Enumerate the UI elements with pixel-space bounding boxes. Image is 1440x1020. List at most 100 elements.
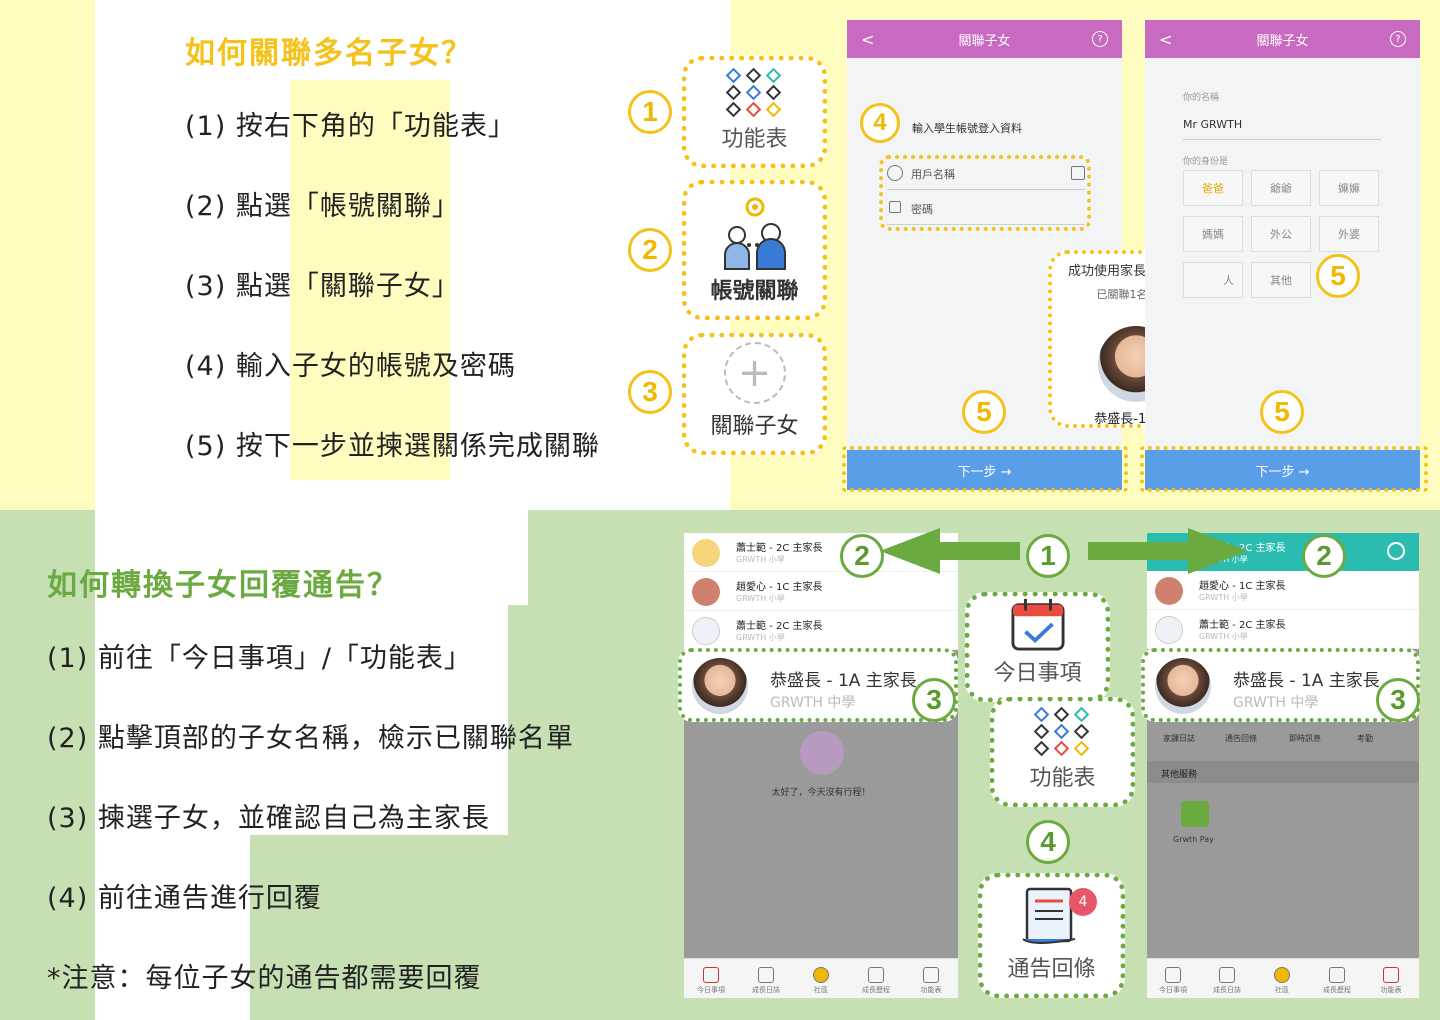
tab-community[interactable]: 社區 <box>801 967 841 995</box>
green-badge-2a: 2 <box>840 534 884 578</box>
top-step-2: (2) 點選「帳號關聯」 <box>185 191 460 222</box>
top-step-4: (4) 輸入子女的帳號及密碼 <box>185 351 516 382</box>
selected-child-school-r: GRWTH 中學 <box>1233 695 1319 711</box>
child-row-2[interactable]: 趙愛心 - 1C 主家長 GRWTH 小學 <box>684 572 958 611</box>
child-row-3-school: GRWTH 小學 <box>736 633 785 642</box>
option-father[interactable]: 爸爸 <box>1183 170 1243 206</box>
child-row-1-name: 蕭士範 - 2C 主家長 <box>736 543 823 554</box>
wallet-icon[interactable] <box>1181 801 1209 827</box>
screen1-prompt: 輸入學生帳號登入資料 <box>912 122 1022 135</box>
help-icon-2[interactable]: ? <box>1390 31 1406 47</box>
link-child-label: 關聯子女 <box>710 414 799 439</box>
name-field[interactable]: Mr GRWTH <box>1183 118 1381 140</box>
back-icon[interactable]: < <box>861 29 875 49</box>
tab-growth-diary-r[interactable]: 成長日誌 <box>1207 967 1247 995</box>
top-highlight-column <box>290 80 450 480</box>
screen2-header: < 關聯子女 ? <box>1145 20 1420 58</box>
shortcut-notice[interactable]: 通告回條 <box>1225 734 1257 743</box>
empty-message: 太好了，今天沒有行程！ <box>771 788 871 798</box>
right-selected-child[interactable]: 恭盛長 - 1A 主家長 GRWTH 中學 <box>1141 648 1420 722</box>
shortcut-homework[interactable]: 家課日誌 <box>1163 734 1195 743</box>
bottom-step-1: (1) 前往「今日事項」/「功能表」 <box>47 643 472 674</box>
gear-icon[interactable] <box>1387 542 1405 560</box>
menu-grid-icon-green <box>1033 706 1090 757</box>
school-logo-icon-r <box>1155 616 1183 644</box>
next-button-highlight-2 <box>1140 446 1428 492</box>
menu-card-green-label: 功能表 <box>1029 766 1096 791</box>
screen2-title: 關聯子女 <box>1256 33 1309 49</box>
option-other[interactable]: 其他 <box>1251 262 1311 298</box>
shortcut-attendance[interactable]: 考勤 <box>1357 734 1373 743</box>
option-grandpa[interactable]: 爺爺 <box>1251 170 1311 206</box>
notice-card[interactable]: 通告回條 4 <box>978 873 1125 998</box>
link-child-screen-2: < 關聯子女 ? 你的名稱 Mr GRWTH 你的身份是 爸爸 爺爺 嫲嫲 媽媽… <box>1145 20 1420 490</box>
selected-child-name: 恭盛長 - 1A 主家長 <box>770 671 917 691</box>
option-maternal-grandpa[interactable]: 外公 <box>1251 216 1311 252</box>
help-icon[interactable]: ? <box>1092 31 1108 47</box>
green-badge-3b: 3 <box>1376 678 1420 722</box>
school-logo-icon-2 <box>692 617 720 645</box>
tab-today[interactable]: 今日事項 <box>691 967 731 995</box>
user-icon <box>887 165 903 181</box>
right-child-row-2[interactable]: 趙愛心 - 1C 主家長 GRWTH 小學 <box>1147 571 1419 610</box>
child-row-3[interactable]: 蕭士範 - 2C 主家長 GRWTH 小學 <box>684 611 958 650</box>
password-field[interactable]: 密碼 <box>887 195 1085 225</box>
menu-card-green[interactable]: 功能表 <box>990 697 1135 807</box>
account-link-label: 帳號關聯 <box>710 279 799 304</box>
right-child-row-3[interactable]: 蕭士範 - 2C 主家長 GRWTH 小學 <box>1147 610 1419 649</box>
selected-child-avatar <box>692 658 748 714</box>
grwth-pay-label[interactable]: Grwth Pay <box>1173 835 1214 844</box>
selected-child-school: GRWTH 中學 <box>770 695 856 711</box>
step-badge-5a: 5 <box>1316 254 1360 298</box>
tab-growth-diary[interactable]: 成長日誌 <box>746 967 786 995</box>
step-badge-1: 1 <box>628 90 672 134</box>
notice-card-label: 通告回條 <box>1007 957 1096 982</box>
green-badge-4: 4 <box>1026 820 1070 864</box>
tab-menu[interactable]: 功能表 <box>911 967 951 995</box>
username-field[interactable]: 用戶名稱 <box>887 160 1085 190</box>
next-button-highlight-1 <box>842 446 1128 492</box>
header-child-name[interactable]: 蕭士範 - 2C 主家長 <box>1199 543 1286 554</box>
bottom-text-area-2 <box>95 835 250 1020</box>
school-logo-icon <box>692 539 720 567</box>
tab-community-r[interactable]: 社區 <box>1262 967 1302 995</box>
option-mother[interactable]: 媽媽 <box>1183 216 1243 252</box>
tab-today-r[interactable]: 今日事項 <box>1153 967 1193 995</box>
tab-growth-history[interactable]: 成長歷程 <box>856 967 896 995</box>
option-partial[interactable]: 人 <box>1183 262 1243 298</box>
today-screen: 蕭士範 - 2C 主家長 GRWTH 小學 趙愛心 - 1C 主家長 GRWTH… <box>684 533 958 998</box>
step-badge-2: 2 <box>628 228 672 272</box>
menu-card-label: 功能表 <box>721 127 788 152</box>
shortcut-message[interactable]: 即時訊息 <box>1289 734 1321 743</box>
today-card[interactable]: 今日事項 <box>965 592 1110 702</box>
step-badge-5c: 5 <box>1260 390 1304 434</box>
notice-count-badge: 4 <box>1069 888 1097 916</box>
step-badge-5b: 5 <box>962 390 1006 434</box>
calendar-icon <box>1010 598 1065 651</box>
screen2-next-button[interactable]: 下一步 → <box>1145 450 1420 490</box>
left-tabbar: 今日事項 成長日誌 社區 成長歷程 功能表 <box>684 958 958 998</box>
option-maternal-grandma[interactable]: 外婆 <box>1319 216 1379 252</box>
account-link-card[interactable]: 帳號關聯 <box>682 180 827 320</box>
menu-grid-icon <box>725 67 782 118</box>
bottom-title-area <box>95 510 528 605</box>
screen1-header: < 關聯子女 ? <box>847 20 1122 58</box>
link-child-card[interactable]: + 關聯子女 <box>682 333 827 455</box>
bottom-note: *注意：每位子女的通告都需要回覆 <box>47 963 482 994</box>
bottom-step-4: (4) 前往通告進行回覆 <box>47 883 322 914</box>
palm-tree-icon <box>800 731 844 775</box>
bottom-title: 如何轉換子女回覆通告？ <box>47 568 399 603</box>
lock-icon <box>889 201 901 213</box>
scan-icon[interactable] <box>1071 166 1085 180</box>
screen1-next-button[interactable]: 下一步 → <box>847 450 1122 490</box>
left-selected-child[interactable]: 恭盛長 - 1A 主家長 GRWTH 中學 <box>678 648 958 722</box>
step-badge-4: 4 <box>860 103 900 143</box>
back-icon-2[interactable]: < <box>1159 29 1173 49</box>
option-grandma[interactable]: 嫲嫲 <box>1319 170 1379 206</box>
tab-menu-r[interactable]: 功能表 <box>1371 967 1411 995</box>
tab-growth-history-r[interactable]: 成長歷程 <box>1317 967 1357 995</box>
identity-label: 你的身份是 <box>1183 157 1229 167</box>
menu-card[interactable]: 功能表 <box>682 56 827 168</box>
other-services-header: 其他服務 <box>1147 761 1419 783</box>
top-step-1: (1) 按右下角的「功能表」 <box>185 111 516 142</box>
